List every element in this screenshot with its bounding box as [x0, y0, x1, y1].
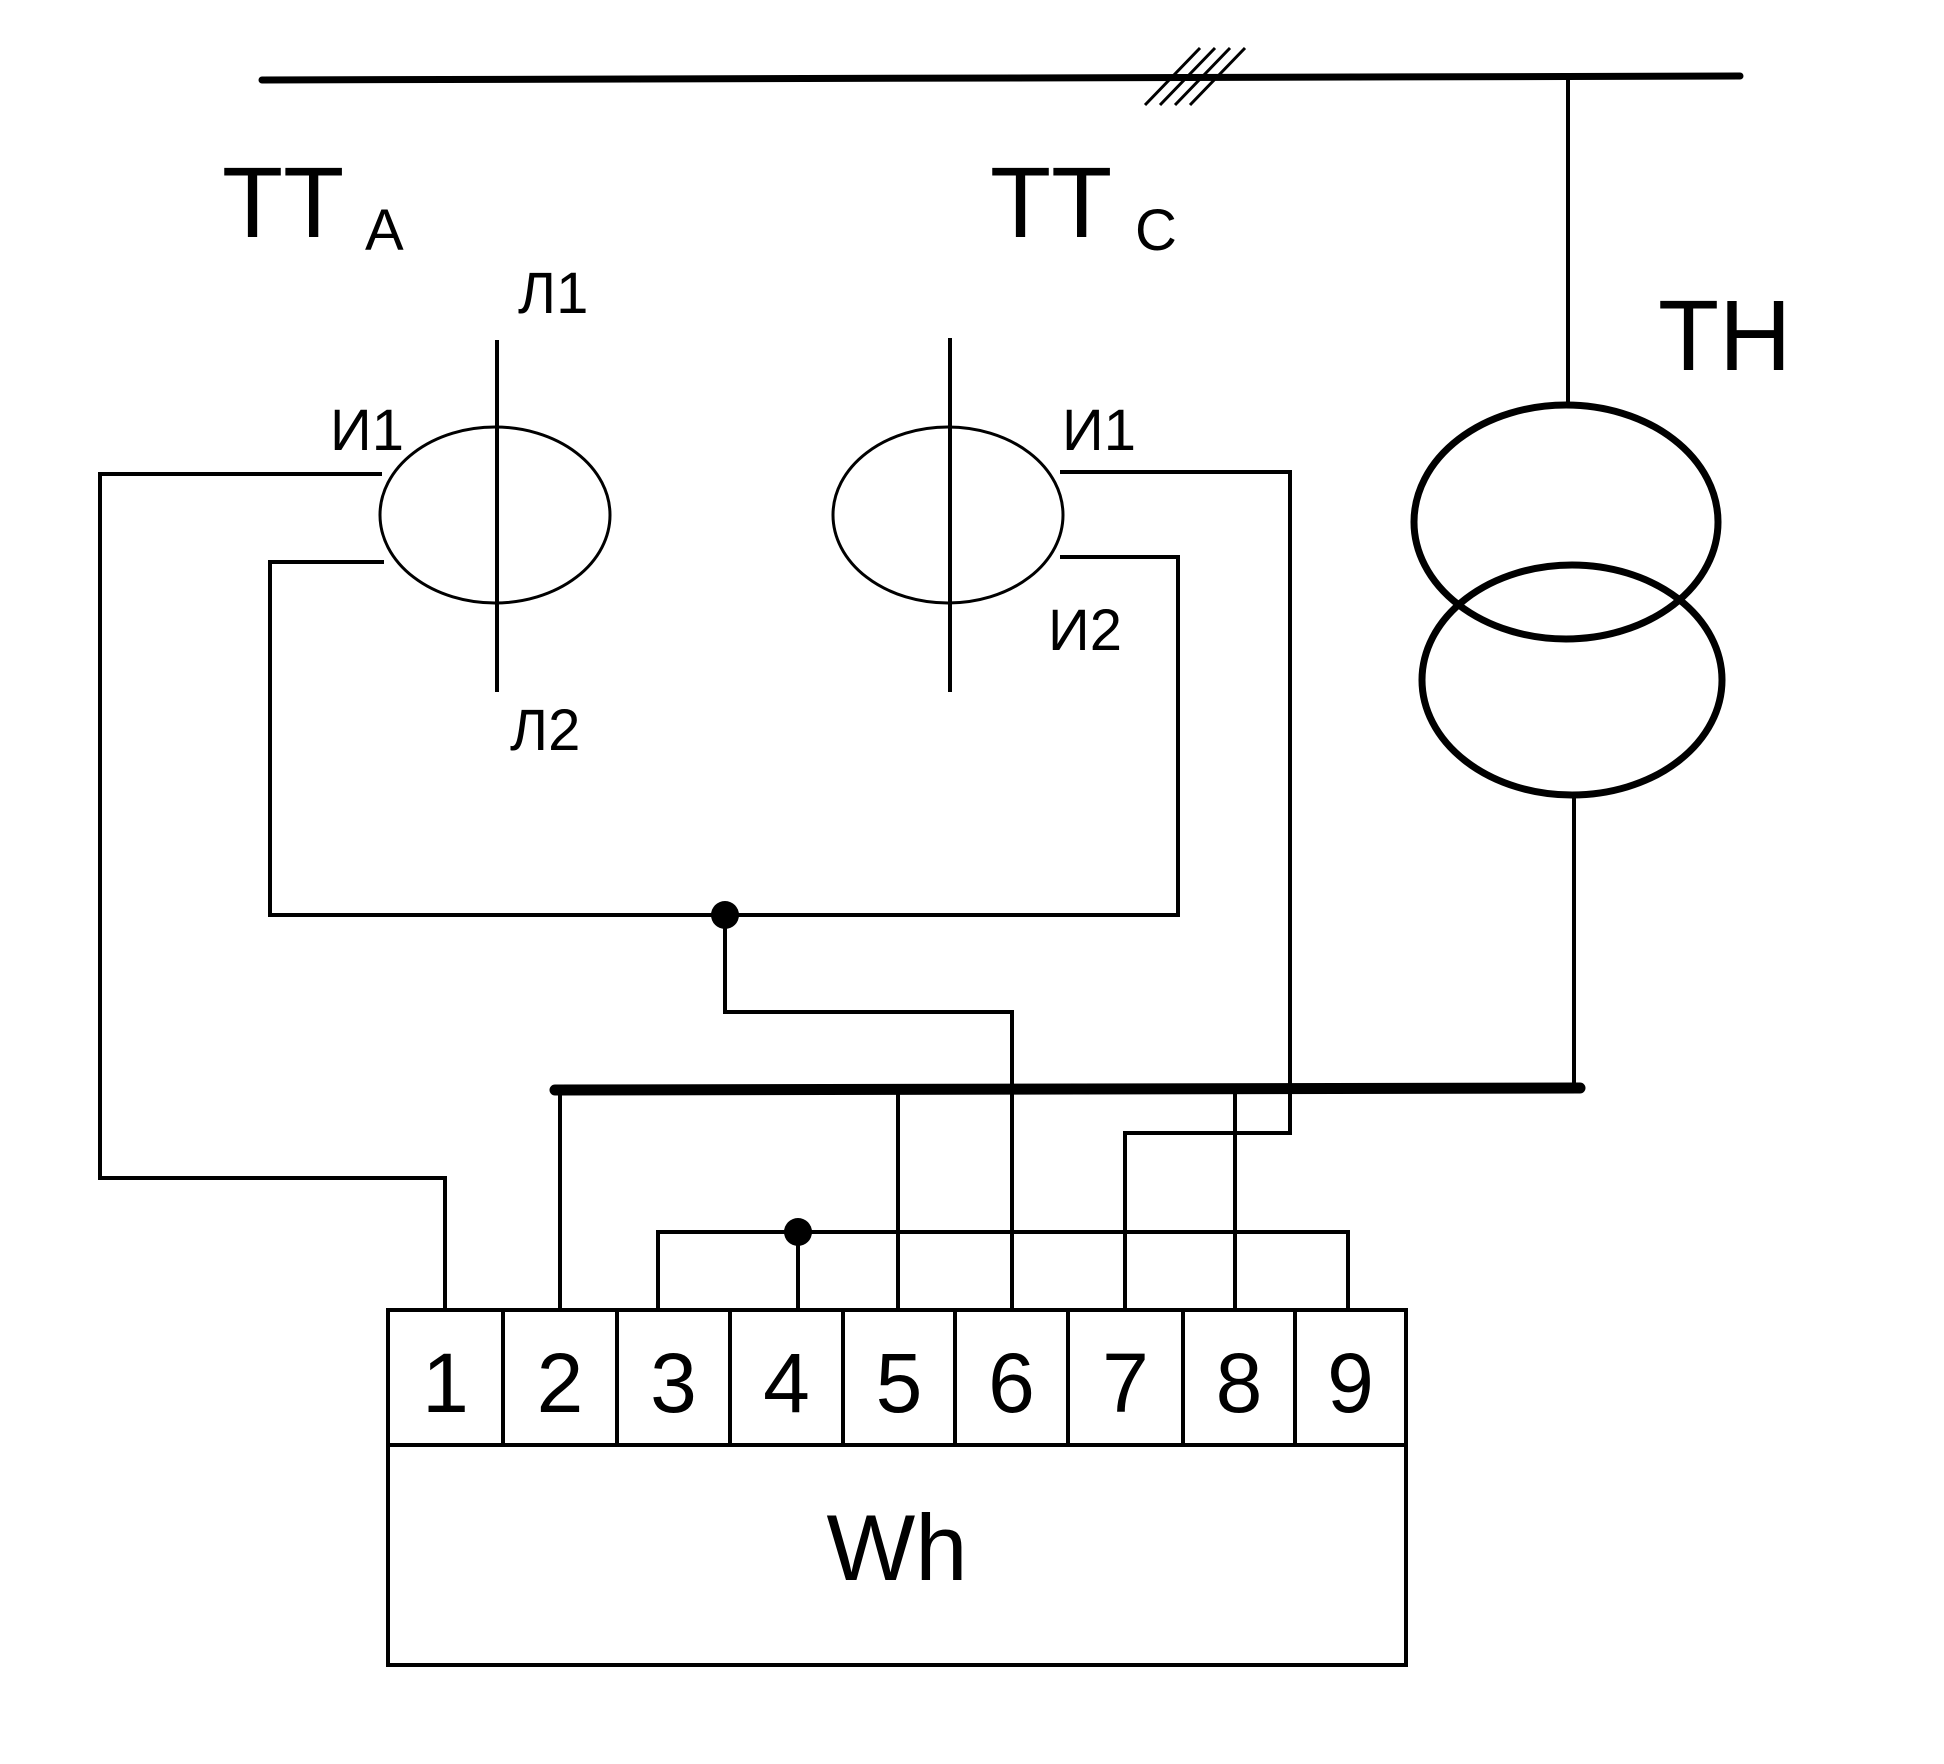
meter-body: [386, 1443, 1408, 1667]
ct-c: И1 И2: [831, 338, 1136, 692]
wire-3-to-9: [656, 1230, 1350, 1312]
ct-a-label-sub: А: [365, 198, 404, 263]
ct-a: Л1 Л2 И1: [330, 261, 612, 763]
vt: [1410, 76, 1726, 1090]
ct-c-i2-label: И2: [1048, 598, 1122, 663]
terminal-number: 9: [1327, 1336, 1374, 1430]
terminal-number: 4: [763, 1336, 810, 1430]
terminal-cell: [841, 1308, 957, 1447]
bus-taps: [558, 1088, 1237, 1312]
vt-secondary-coil: [1418, 561, 1726, 799]
terminal-number: 1: [422, 1336, 469, 1430]
wire-ct-c-i1-to-terminal-7: [1060, 470, 1292, 1312]
terminal-1: 1: [386, 1308, 505, 1447]
wire-ct-c-i2-to-star: [723, 555, 1180, 917]
three-phase-hatch: [1143, 46, 1247, 107]
ct-a-l2-label: Л2: [510, 698, 580, 763]
terminal-7: 7: [1066, 1308, 1185, 1447]
wire-ct-a-i1-to-terminal-1: [98, 472, 447, 1312]
terminal-number: 2: [537, 1336, 584, 1430]
wire-ct-a-i2-to-star: [268, 560, 727, 917]
ct-c-label-main: ТТ: [990, 147, 1112, 259]
terminal-cell: [615, 1308, 732, 1447]
terminal-9: 9: [1293, 1308, 1408, 1447]
vt-label: ТН: [1658, 280, 1791, 392]
terminal-number: 8: [1216, 1336, 1263, 1430]
ct-secondary-wiring: [98, 470, 1292, 1312]
ct-a-label-main: ТТ: [222, 147, 344, 259]
terminal-cell: [1181, 1308, 1297, 1447]
terminal-cell: [1066, 1308, 1185, 1447]
terminal-8: 8: [1181, 1308, 1297, 1447]
meter-label: Wh: [827, 1495, 968, 1600]
link-node: [784, 1218, 812, 1246]
terminal-number: 5: [876, 1336, 923, 1430]
terminal-number: 7: [1102, 1336, 1149, 1430]
top-bus-line: [258, 72, 1744, 84]
ct-a-i1-label: И1: [330, 398, 404, 463]
ct-a-l1-label: Л1: [518, 261, 588, 326]
ct-c-label-sub: С: [1135, 198, 1177, 263]
terminal-2: 2: [501, 1308, 619, 1447]
voltage-bus: [549, 1082, 1586, 1096]
terminal-6: 6: [953, 1308, 1070, 1447]
terminal-3: 3: [615, 1308, 732, 1447]
vt-primary-coil: [1410, 401, 1722, 643]
terminal-number: 3: [650, 1336, 697, 1430]
wire-star-to-terminal-6: [723, 913, 1014, 1312]
terminal-4: 4: [728, 1308, 845, 1447]
link-3-4-9: [656, 1218, 1350, 1312]
terminal-cell: [728, 1308, 845, 1447]
terminal-cell: [1293, 1308, 1408, 1447]
top-bus: [258, 46, 1744, 107]
terminal-5: 5: [841, 1308, 957, 1447]
ct-c-i1-label: И1: [1062, 398, 1136, 463]
ct-c-label: ТТ С: [990, 147, 1177, 263]
terminal-number: 6: [988, 1336, 1035, 1430]
ct-a-label: ТТ А: [222, 147, 404, 263]
